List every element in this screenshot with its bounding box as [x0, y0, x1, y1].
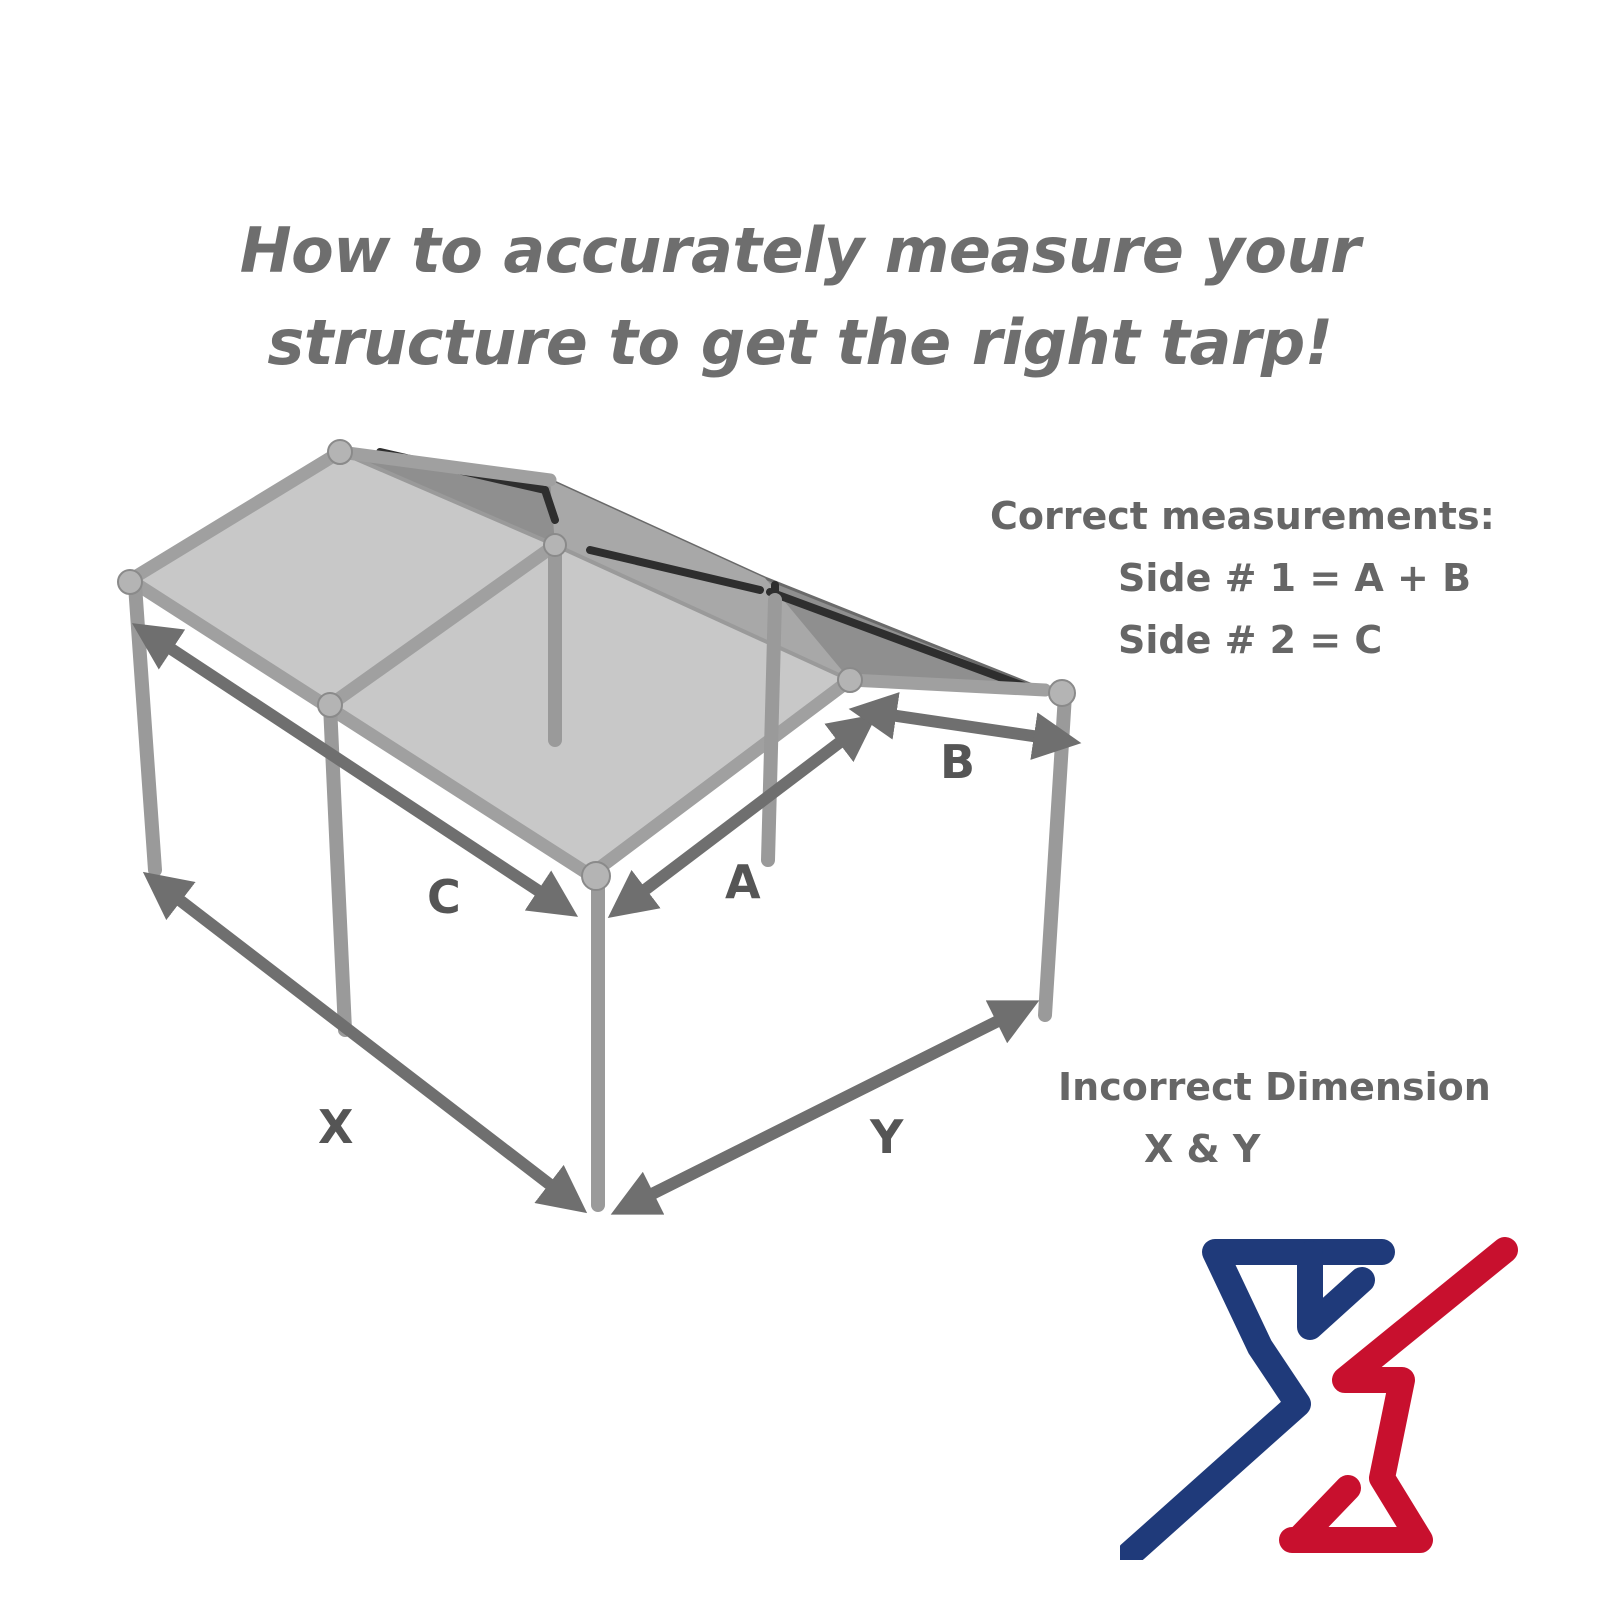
title-line-1: How to accurately measure your: [239, 214, 1361, 287]
label-b: B: [940, 735, 976, 789]
title-line-2: structure to get the right tarp!: [267, 306, 1333, 379]
x-logo-icon: [1120, 1237, 1518, 1560]
incorrect-value: X & Y: [1144, 1127, 1261, 1171]
label-x: X: [318, 1100, 354, 1154]
correct-heading: Correct measurements:: [990, 494, 1495, 538]
arrow-c: [131, 623, 579, 917]
arrow-x: [142, 871, 588, 1214]
measurement-arrows: [131, 623, 1082, 1215]
arrow-y: [610, 1000, 1040, 1215]
correct-measurements: Correct measurements: Side # 1 = A + B S…: [990, 485, 1495, 671]
incorrect-heading: Incorrect Dimension: [1058, 1065, 1491, 1109]
logo-blue-hook: [1297, 1241, 1375, 1340]
arrow-b: [848, 692, 1082, 760]
arrow-a: [607, 713, 878, 919]
logo-red-stroke: [1279, 1237, 1518, 1553]
label-c: C: [427, 870, 461, 924]
side-2-formula: Side # 2 = C: [1118, 618, 1383, 662]
logo-red-tail: [1285, 1475, 1361, 1553]
label-a: A: [725, 855, 761, 909]
page-title: How to accurately measure your structure…: [150, 205, 1450, 389]
side-1-formula: Side # 1 = A + B: [1118, 556, 1472, 600]
incorrect-dimension: Incorrect Dimension X & Y: [1058, 1056, 1491, 1180]
label-y: Y: [870, 1110, 904, 1164]
